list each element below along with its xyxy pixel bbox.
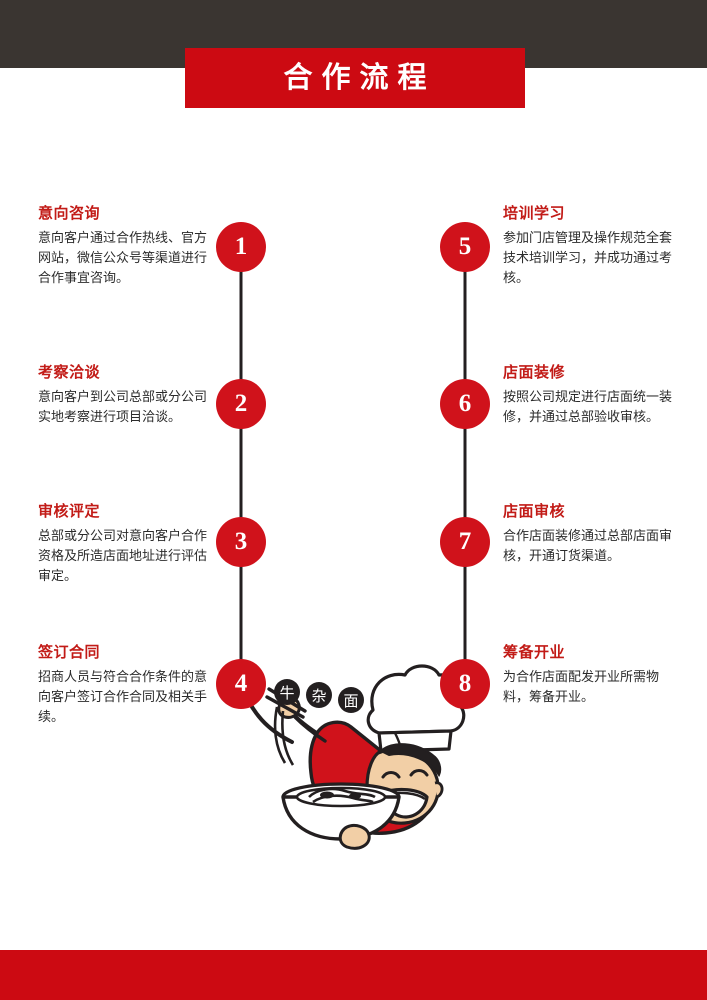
step-badge-5[interactable]: 5 (440, 222, 490, 272)
chef-hat-icon (366, 664, 466, 753)
step-badge-2[interactable]: 2 (216, 379, 266, 429)
bottom-red-bar (0, 950, 707, 1000)
step-title-7: 店面审核 (503, 503, 566, 520)
step-title-4: 签订合同 (38, 644, 101, 661)
step-desc-2: 意向客户到公司总部或分公司实地考察进行项目洽谈。 (38, 388, 208, 424)
step-badge-1[interactable]: 1 (216, 222, 266, 272)
noodle-bowl-icon (281, 782, 401, 841)
step-title-5: 培训学习 (503, 205, 566, 222)
logo-stamp-1 (274, 679, 300, 705)
step-desc-7: 合作店面装修通过总部店面审核，开通订货渠道。 (503, 527, 673, 563)
step-block-7: 店面审核 合作店面装修通过总部店面审核，开通订货渠道。 (503, 503, 675, 566)
logo-char-1: 牛 (279, 685, 294, 702)
step-desc-1: 意向客户通过合作热线、官方网站，微信公众号等渠道进行合作事宜咨询。 (38, 229, 208, 285)
step-desc-8: 为合作店面配发开业所需物料，筹备开业。 (503, 668, 660, 704)
step-block-1: 意向咨询 意向客户通过合作热线、官方网站，微信公众号等渠道进行合作事宜咨询。 (38, 205, 210, 288)
step-title-2: 考察洽谈 (38, 364, 101, 381)
step-badge-6[interactable]: 6 (440, 379, 490, 429)
step-desc-4: 招商人员与符合合作条件的意向客户签订合作合同及相关手续。 (38, 668, 208, 724)
step-badge-7[interactable]: 7 (440, 517, 490, 567)
step-title-8: 筹备开业 (503, 644, 566, 661)
logo-stamp-2 (306, 682, 332, 708)
step-title-1: 意向咨询 (38, 205, 101, 222)
logo-stamp-3 (338, 687, 364, 713)
step-block-5: 培训学习 参加门店管理及操作规范全套技术培训学习，并成功通过考核。 (503, 205, 675, 288)
page-title: 合作流程 (283, 61, 436, 94)
step-desc-6: 按照公司规定进行店面统一装修，并通过总部验收审核。 (503, 388, 673, 424)
title-banner: 合作流程 (185, 48, 525, 108)
step-block-8: 筹备开业 为合作店面配发开业所需物料，筹备开业。 (503, 644, 675, 707)
step-block-3: 审核评定 总部或分公司对意向客户合作资格及所造店面地址进行评估审定。 (38, 503, 210, 586)
chef-mascot-icon (265, 664, 466, 850)
step-badge-3[interactable]: 3 (216, 517, 266, 567)
brand-logo-stamps: 牛 杂 面 (274, 679, 364, 713)
step-badge-4[interactable]: 4 (216, 659, 266, 709)
step-block-4: 签订合同 招商人员与符合合作条件的意向客户签订合作合同及相关手续。 (38, 644, 210, 727)
mascot-hand-bowl (338, 823, 371, 850)
step-title-6: 店面装修 (503, 364, 566, 381)
step-desc-5: 参加门店管理及操作规范全套技术培训学习，并成功通过考核。 (503, 229, 673, 285)
logo-char-2: 杂 (311, 688, 326, 705)
step-block-2: 考察洽谈 意向客户到公司总部或分公司实地考察进行项目洽谈。 (38, 364, 210, 427)
step-block-6: 店面装修 按照公司规定进行店面统一装修，并通过总部验收审核。 (503, 364, 675, 427)
step-badge-8[interactable]: 8 (440, 659, 490, 709)
step-desc-3: 总部或分公司对意向客户合作资格及所造店面地址进行评估审定。 (38, 527, 208, 583)
step-title-3: 审核评定 (38, 503, 101, 520)
logo-char-3: 面 (343, 694, 358, 710)
